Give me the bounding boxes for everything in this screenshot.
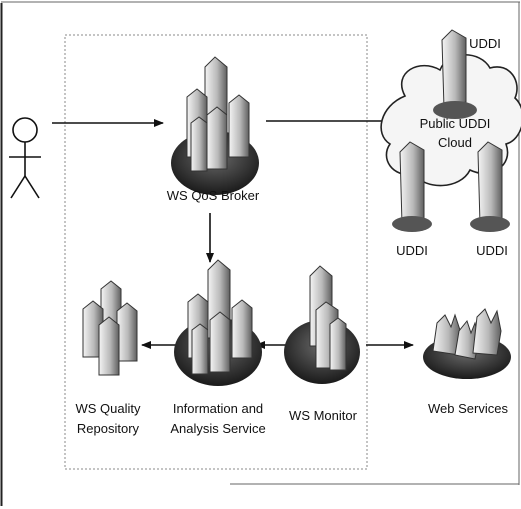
repository-label-line2: Repository xyxy=(77,421,140,436)
monitor-label: WS Monitor xyxy=(289,408,358,423)
user-actor-icon xyxy=(9,117,41,199)
repository-label-line1: WS Quality xyxy=(75,401,141,416)
info-service-label-line2: Analysis Service xyxy=(170,421,265,436)
broker-label: WS QoS Broker xyxy=(167,188,260,203)
info-service-label-line1: Information and xyxy=(173,401,263,416)
uddi-server-top-icon xyxy=(433,29,477,119)
public-uddi-label-line2: Cloud xyxy=(438,135,472,150)
uddi-server-right-icon xyxy=(470,141,510,232)
monitor-server-icon xyxy=(284,265,360,384)
info-service-server-icon xyxy=(174,259,262,386)
web-services-label: Web Services xyxy=(428,401,508,416)
uddi-top-label: UDDI xyxy=(469,36,501,51)
repository-icon xyxy=(82,280,138,376)
uddi-right-label: UDDI xyxy=(476,243,508,258)
web-services-icon xyxy=(423,308,511,379)
uddi-server-left-icon xyxy=(392,141,432,232)
broker-server-icon xyxy=(171,56,259,195)
uddi-left-label: UDDI xyxy=(396,243,428,258)
public-uddi-label-line1: Public UDDI xyxy=(420,116,491,131)
